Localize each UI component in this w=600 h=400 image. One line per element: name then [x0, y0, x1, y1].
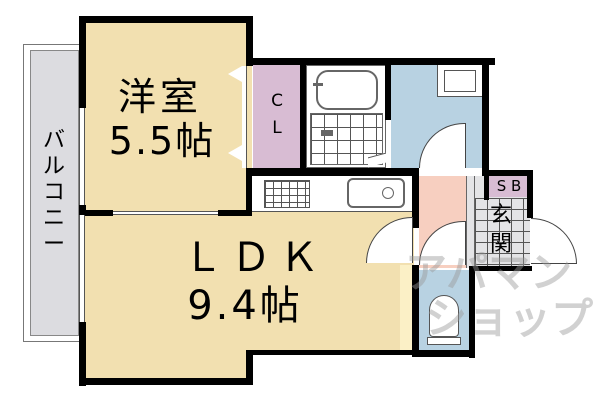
washbasin-sink-icon [444, 70, 476, 92]
kitchen-sink-drain-icon [382, 187, 394, 199]
western-room-name: 洋室 [117, 75, 202, 119]
wall [79, 16, 253, 23]
wall [246, 16, 253, 66]
wall [218, 210, 252, 216]
wall [79, 210, 113, 216]
ldk-name: ＬＤＫ [183, 235, 327, 281]
balcony-window [79, 108, 85, 338]
closet-door-frame [242, 66, 247, 168]
toilet-bowl-icon [429, 295, 459, 337]
wall [412, 265, 419, 357]
wall [527, 170, 533, 218]
interior-window [113, 211, 218, 215]
closet-label-l: L [272, 118, 282, 138]
balcony-label: バルコニー [42, 128, 65, 257]
bathtub [316, 70, 378, 110]
ldk-room [80, 212, 414, 352]
kitchen-sink-icon [347, 178, 405, 208]
wall [246, 58, 495, 65]
ldk-light-strip [400, 265, 414, 352]
closet [253, 65, 301, 168]
western-room [80, 18, 252, 214]
wall [412, 168, 419, 228]
wall [79, 205, 86, 215]
closet-door-lower[interactable] [228, 145, 242, 161]
closet-door-upper[interactable] [228, 66, 242, 82]
wall [300, 58, 306, 176]
shoe-box [488, 176, 530, 197]
wall [246, 168, 252, 216]
wall [79, 322, 86, 386]
wall [250, 168, 418, 176]
entrance-label-1: 玄 [489, 203, 512, 228]
wall [482, 170, 532, 176]
entrance-tiles [475, 198, 530, 268]
wall [469, 266, 475, 358]
western-room-size: 5.5帖 [108, 119, 216, 163]
toilet-tank-icon [427, 337, 461, 345]
bathtub-faucet-icon [313, 83, 323, 86]
wall [484, 176, 489, 200]
ldk-size: 9.4帖 [187, 283, 303, 329]
shower-icon [321, 130, 333, 136]
wall [79, 378, 253, 385]
closet-label-c: C [271, 91, 283, 111]
wall [470, 266, 532, 271]
wall [385, 58, 391, 120]
wall [246, 350, 420, 355]
stove-icon [264, 180, 310, 208]
balcony [30, 50, 79, 336]
watermark-line-1: アパマン [405, 248, 573, 297]
wall [79, 16, 86, 108]
wall [246, 350, 253, 385]
hallway-step [466, 176, 475, 268]
shoe-box-label: S B [496, 177, 522, 195]
wall [482, 58, 489, 176]
entrance-label-2: 関 [489, 232, 512, 257]
watermark-line-2: ショップ [425, 294, 594, 343]
wall [412, 350, 475, 357]
ldk-door[interactable] [366, 217, 413, 263]
